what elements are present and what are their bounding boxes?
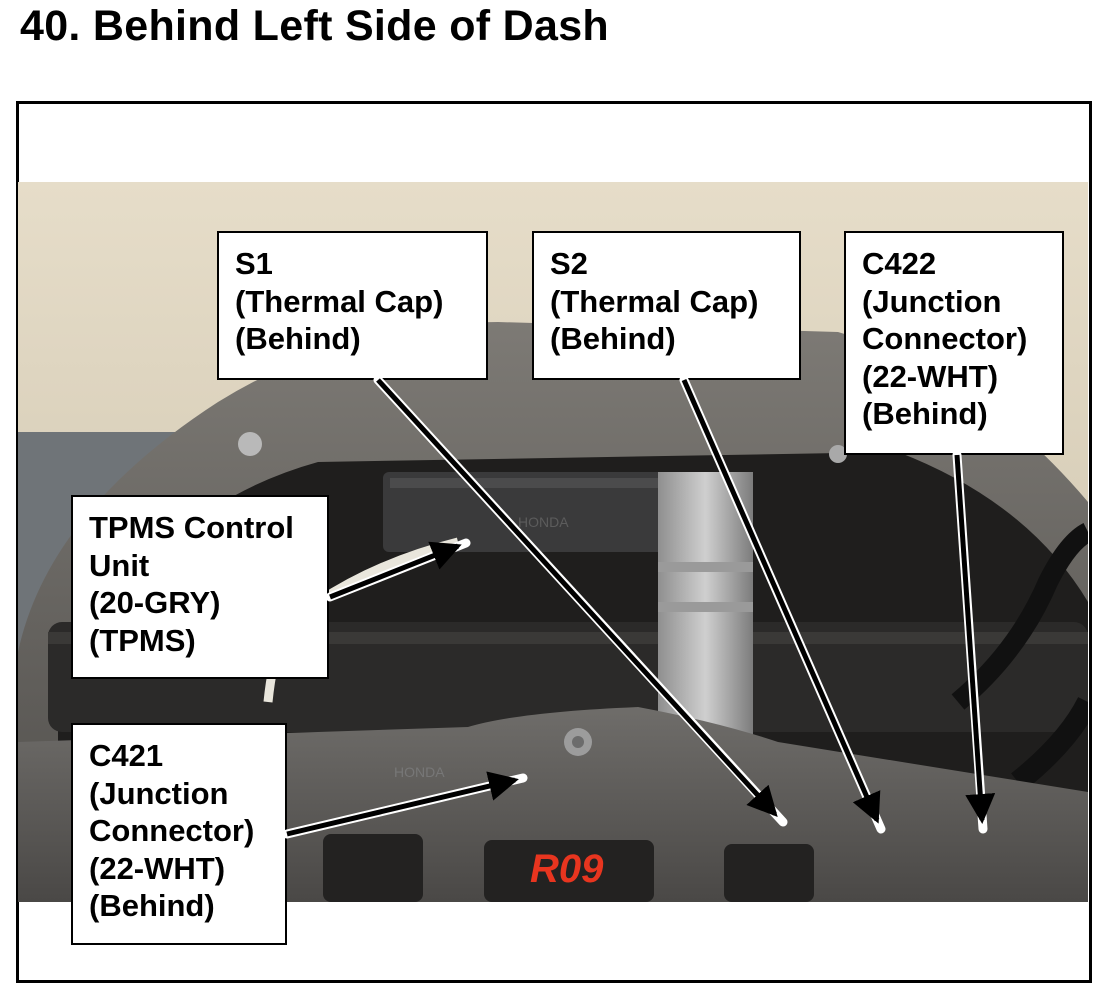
callout-s1-line: (Thermal Cap) <box>235 283 444 319</box>
callout-c422-line: Connector) <box>862 321 1028 356</box>
callout-c421-line: C421 <box>89 738 164 773</box>
embossed-text: HONDA <box>518 514 569 530</box>
callout-s2: S2 (Thermal Cap) (Behind) <box>532 231 801 380</box>
callout-s1-line: (Behind) <box>235 321 361 356</box>
callout-s1: S1 (Thermal Cap) (Behind) <box>217 231 488 380</box>
callout-tpms: TPMS Control Unit (20-GRY) (TPMS) <box>71 495 329 679</box>
callout-s2-line: (Behind) <box>550 321 676 356</box>
callout-s2-line: S2 <box>550 246 588 281</box>
callout-c421-line: (Junction <box>89 775 229 811</box>
callout-s1-line: S1 <box>235 246 273 281</box>
embossed-text: HONDA <box>394 764 445 780</box>
callout-c421-line: Connector) <box>89 813 255 848</box>
callout-s2-line: (Thermal Cap) <box>550 283 759 319</box>
callout-tpms-line: Unit <box>89 547 150 583</box>
callout-c421-line: (Behind) <box>89 888 215 923</box>
callout-c422-line: C422 <box>862 246 937 281</box>
callout-tpms-line: TPMS Control <box>89 510 294 545</box>
callout-c422-line: (Behind) <box>862 396 988 431</box>
callout-c422-line: (22-WHT) <box>862 358 999 394</box>
callout-tpms-line: (20-GRY) <box>89 585 221 620</box>
callout-c421: C421 (Junction Connector) (22-WHT) (Behi… <box>71 723 287 945</box>
callout-c422: C422 (Junction Connector) (22-WHT) (Behi… <box>844 231 1064 455</box>
callout-c422-line: (Junction <box>862 283 1002 319</box>
page-title: 40. Behind Left Side of Dash <box>20 2 609 50</box>
callout-c421-line: (22-WHT) <box>89 850 226 886</box>
marker-text: R09 <box>530 847 604 891</box>
callout-tpms-line: (TPMS) <box>89 622 196 658</box>
